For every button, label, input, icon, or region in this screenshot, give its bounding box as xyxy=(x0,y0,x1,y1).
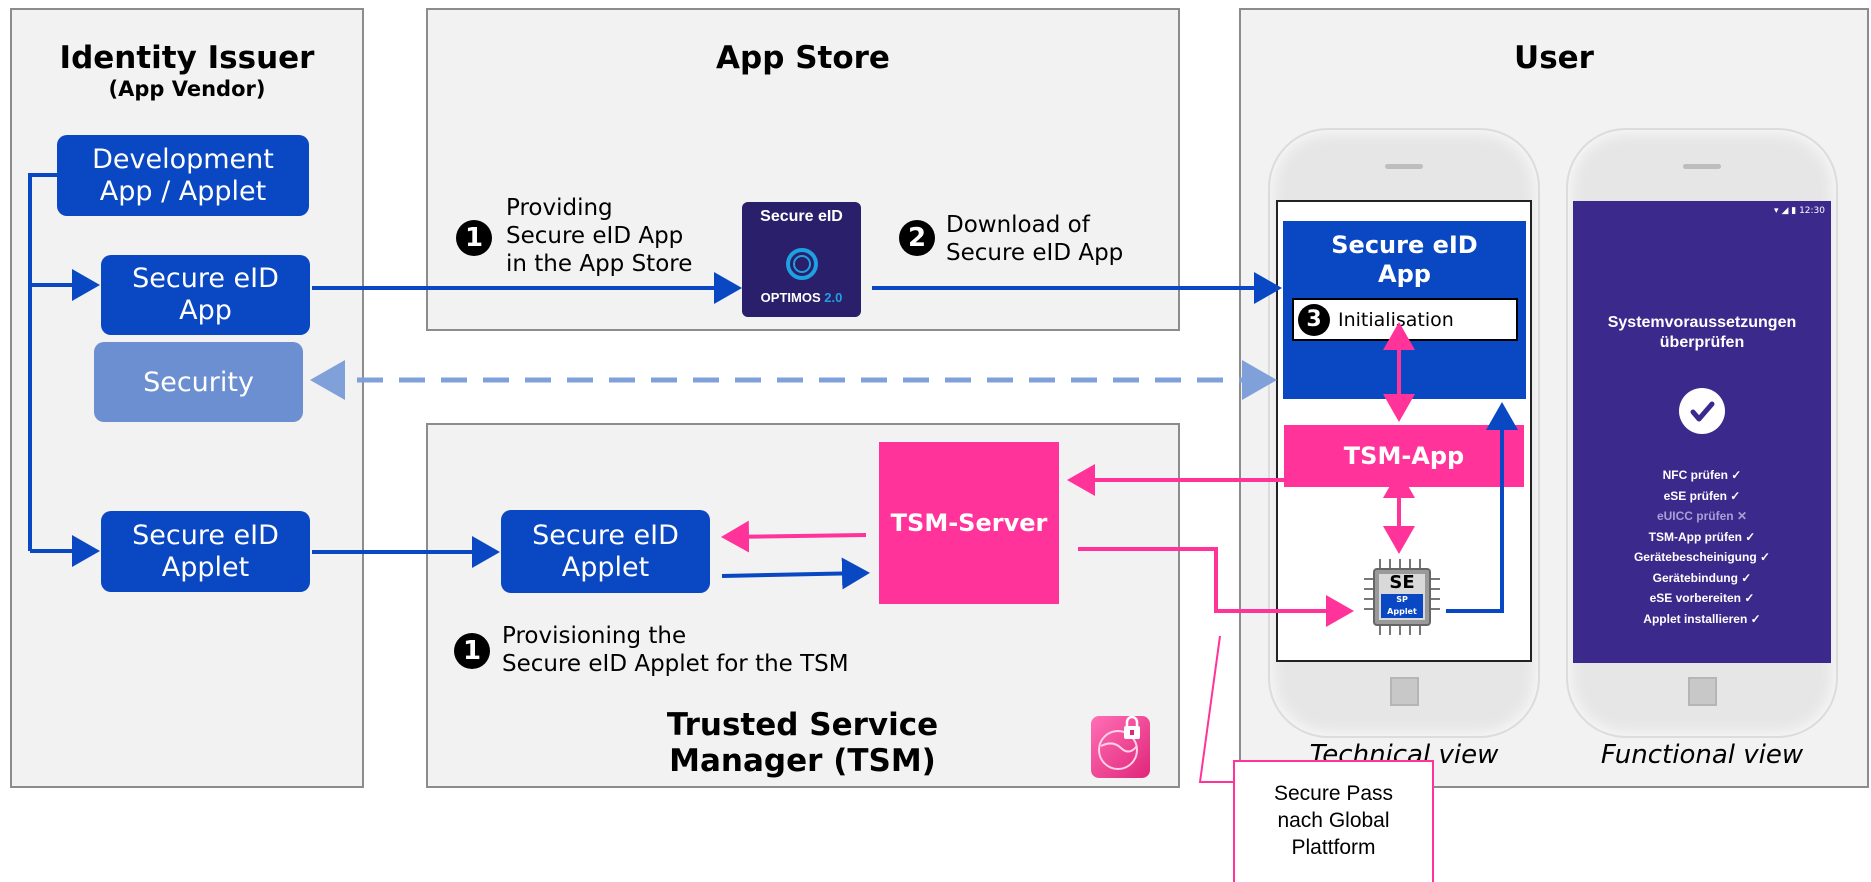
sp-applet-box: SP Applet xyxy=(1381,594,1423,618)
battery-icon: ▮ xyxy=(1791,206,1797,216)
secure-pass-callout: Secure Pass nach Global Plattform xyxy=(1233,760,1434,882)
check-item: TSM-App prüfen ✓ xyxy=(1648,529,1756,544)
issuer-subtitle: (App Vendor) xyxy=(108,77,266,101)
issuer-tree-connector xyxy=(28,173,100,567)
secure-applet-line2: Applet xyxy=(161,551,250,583)
secure-app-line2: App xyxy=(179,295,232,326)
callout-pointer xyxy=(1198,635,1234,783)
development-line1: Development xyxy=(92,143,274,175)
se-chip-label: SE xyxy=(1389,572,1415,593)
status-time: 12:30 xyxy=(1799,206,1825,216)
security-label: Security xyxy=(143,366,254,398)
appstore-step-line3: in the App Store xyxy=(506,251,693,277)
step-2-badge: 2 xyxy=(899,220,935,256)
tsm-title-line1: Trusted Service xyxy=(666,707,939,743)
se-chip-icon: SE SP Applet xyxy=(1362,557,1442,637)
tsm-step-text: Provisioning the Secure eID Applet for t… xyxy=(502,622,849,678)
security-box: Security xyxy=(94,342,303,422)
check-item: eSE prüfen ✓ xyxy=(1663,488,1741,503)
check-list: NFC prüfen ✓ eSE prüfen ✓ eUICC prüfen ✕… xyxy=(1573,465,1831,629)
tsm-server-label: TSM-Server xyxy=(890,509,1048,537)
tsm-step-line2: Secure eID Applet for the TSM xyxy=(502,651,849,677)
app-icon-brand: OPTIMOS 2.0 xyxy=(742,290,861,305)
appstore-step-line2: Secure eID App xyxy=(506,223,684,249)
app-icon-brand-name: OPTIMOS xyxy=(760,290,821,305)
secure-eid-app-icon: Secure eID OPTIMOS 2.0 xyxy=(742,202,861,317)
development-line2: App / Applet xyxy=(99,175,267,207)
secure-app-line1: Secure eID xyxy=(132,263,279,294)
appstore-step-line1: Providing xyxy=(506,195,613,221)
tech-app-title-line2: App xyxy=(1378,260,1431,288)
technical-phone-speaker xyxy=(1385,164,1423,169)
functional-heading-line2: überprüfen xyxy=(1659,334,1745,351)
tsm-app-label: TSM-App xyxy=(1343,442,1465,470)
sp-applet-label: SP Applet xyxy=(1387,595,1417,616)
arrow-server-to-tsm-applet xyxy=(721,520,867,553)
appstore-title: App Store xyxy=(716,40,890,76)
secure-applet-line1: Secure eID xyxy=(132,519,279,551)
arrow-se-to-app xyxy=(1446,402,1518,613)
download-line1: Download of xyxy=(946,212,1090,238)
callout-line2: nach Global xyxy=(1277,809,1390,832)
initialisation-label: Initialisation xyxy=(1338,308,1454,331)
callout-line1: Secure Pass xyxy=(1273,782,1394,805)
signal-icon: ◢ xyxy=(1781,206,1789,216)
tsm-server-box: TSM-Server xyxy=(879,442,1059,604)
step-1-tsm-badge: 1 xyxy=(454,633,490,669)
tsm-step-line1: Provisioning the xyxy=(502,623,687,649)
check-item: NFC prüfen ✓ xyxy=(1662,468,1742,482)
check-item-disabled: eUICC prüfen ✕ xyxy=(1656,509,1748,523)
wifi-icon: ▾ xyxy=(1774,206,1779,216)
arrow-tsm-applet-to-server xyxy=(721,557,870,590)
functional-phone-speaker xyxy=(1683,164,1721,169)
download-line2: Secure eID App xyxy=(946,240,1124,266)
tech-app-title-line1: Secure eID xyxy=(1331,231,1478,259)
arrow-server-to-se xyxy=(1078,547,1354,627)
check-item: Applet installieren ✓ xyxy=(1643,611,1761,626)
technical-phone-home-button[interactable] xyxy=(1390,677,1419,706)
step-3-badge: 3 xyxy=(1298,303,1330,336)
tsm-applet-line2: Applet xyxy=(561,551,650,583)
optimos-ring-icon xyxy=(786,248,818,280)
lock-globe-icon xyxy=(1091,715,1150,778)
checkmark-circle-icon xyxy=(1679,388,1725,434)
status-bar: ▾ ◢ ▮ 12:30 xyxy=(1573,206,1825,216)
app-icon-title: Secure eID xyxy=(760,208,843,225)
tsm-title-line2: Manager (TSM) xyxy=(669,743,936,779)
step-1-appstore-badge: 1 xyxy=(456,220,492,256)
download-text: Download of Secure eID App xyxy=(946,211,1123,267)
functional-heading-line1: Systemvoraussetzungen xyxy=(1607,314,1797,331)
appstore-step-text: Providing Secure eID App in the App Stor… xyxy=(506,194,692,278)
functional-heading: Systemvoraussetzungen überprüfen xyxy=(1573,313,1831,353)
callout-line3: Plattform xyxy=(1291,836,1376,859)
functional-view-caption: Functional view xyxy=(1600,740,1804,770)
tsm-applet-line1: Secure eID xyxy=(532,519,679,551)
check-item: Gerätebindung ✓ xyxy=(1652,570,1752,585)
tech-app-title: Secure eID App xyxy=(1283,231,1526,289)
app-icon-version: 2.0 xyxy=(824,290,843,305)
check-item: Gerätebescheinigung ✓ xyxy=(1633,550,1771,564)
issuer-title: Identity Issuer xyxy=(59,40,315,76)
user-title: User xyxy=(1514,40,1594,76)
check-item: eSE vorbereiten ✓ xyxy=(1649,591,1755,605)
functional-phone-home-button[interactable] xyxy=(1688,677,1717,706)
